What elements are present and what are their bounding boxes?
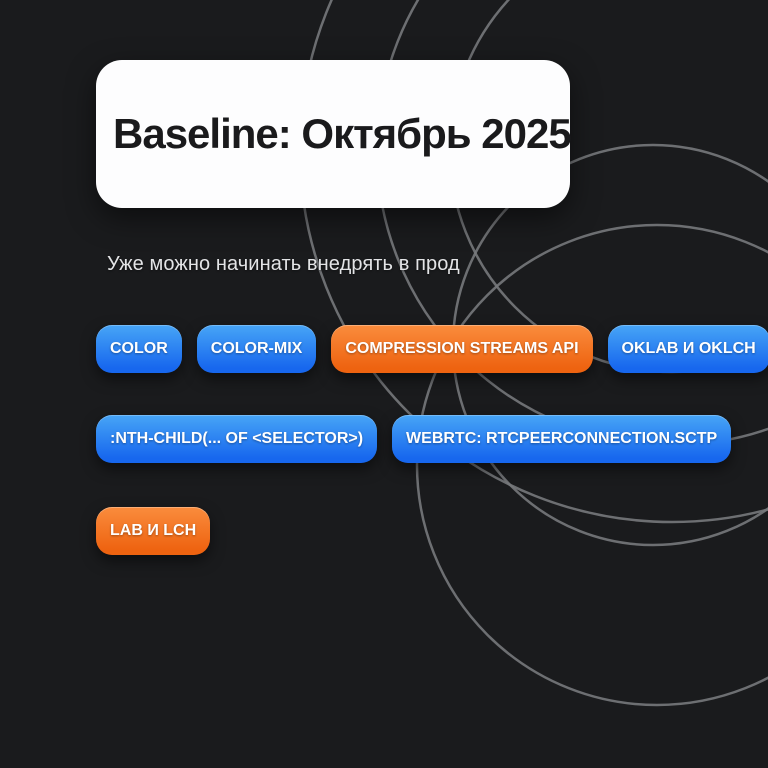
badge-row-3: LAB И LCH xyxy=(96,507,211,555)
slide-title: Baseline: Октябрь 2025 xyxy=(113,110,572,157)
badge-lab-lch: LAB И LCH xyxy=(96,507,211,555)
badge-row-1: COLOR COLOR-MIX COMPRESSION STREAMS API … xyxy=(96,325,768,373)
slide-subtitle: Уже можно начинать внедрять в прод xyxy=(107,253,460,275)
badge-label: COLOR xyxy=(110,340,168,357)
badge-color: COLOR xyxy=(96,325,182,373)
badge-row-2: :NTH-CHILD(... OF <SELECTOR>) WEBRTC: RT… xyxy=(96,415,732,463)
badge-label: LAB И LCH xyxy=(110,522,197,539)
arc-circle xyxy=(415,223,768,707)
badge-compression-streams-api: COMPRESSION STREAMS API xyxy=(331,325,593,373)
badge-label: COLOR-MIX xyxy=(210,340,303,357)
badge-label: :NTH-CHILD(... OF <SELECTOR>) xyxy=(110,430,364,447)
badge-nth-child: :NTH-CHILD(... OF <SELECTOR>) xyxy=(96,415,378,463)
badge-color-mix: COLOR-MIX xyxy=(196,325,317,373)
badge-oklab-oklch: OKLAB И OKLCH xyxy=(607,325,768,373)
badge-webrtc-sctp: WEBRTC: RTCPEERCONNECTION.SCTP xyxy=(392,415,732,463)
title-card: Baseline: Октябрь 2025 xyxy=(96,60,572,208)
badge-label: COMPRESSION STREAMS API xyxy=(345,340,579,357)
badge-label: WEBRTC: RTCPEERCONNECTION.SCTP xyxy=(406,430,718,447)
badge-label: OKLAB И OKLCH xyxy=(621,340,756,357)
